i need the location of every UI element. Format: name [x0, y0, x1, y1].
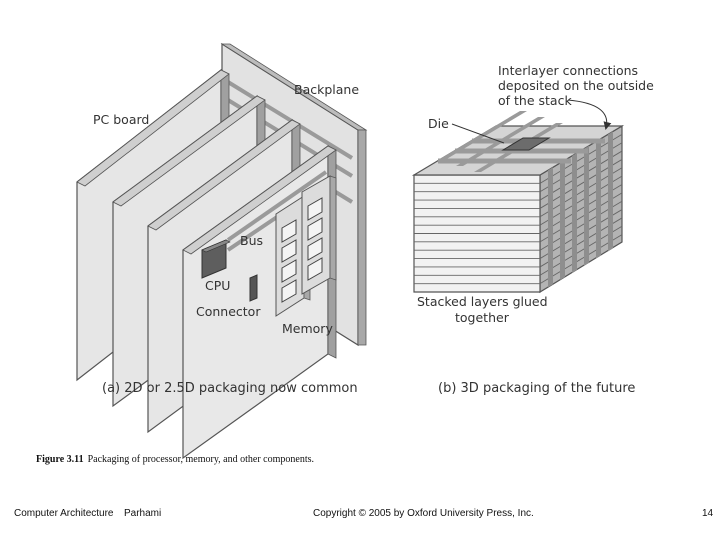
- connector-chip: [249, 274, 258, 302]
- connection-strip: [584, 145, 589, 266]
- footer-page-number: 14: [702, 508, 714, 519]
- label-interlayer-line3: of the stack: [498, 93, 572, 108]
- label-stacked-line1: Stacked layers glued: [417, 294, 548, 309]
- footer-copyright: Copyright © 2005 by Oxford University Pr…: [313, 508, 534, 519]
- label-connector: Connector: [196, 304, 261, 319]
- die-chip: [501, 137, 551, 151]
- connection-strip: [560, 160, 565, 281]
- label-pc-board: PC board: [93, 112, 149, 127]
- label-interlayer-line1: Interlayer connections: [498, 63, 638, 78]
- connection-strip: [548, 167, 553, 288]
- interlayer-connections: [548, 131, 613, 288]
- label-memory: Memory: [282, 321, 333, 336]
- interlayer-arrow: [567, 99, 612, 130]
- packaging-2d-diagram: PC board Backplane Bus CPU Connector Mem…: [76, 42, 368, 460]
- connection-strip: [572, 152, 577, 273]
- figure-caption-text: Packaging of processor, memory, and othe…: [87, 454, 314, 465]
- footer-course: Computer Architecture: [14, 508, 114, 519]
- subcaption-3d: (b) 3D packaging of the future: [438, 381, 635, 396]
- label-bus: Bus: [240, 233, 263, 248]
- label-cpu: CPU: [205, 278, 230, 293]
- memory-module: [301, 175, 337, 295]
- label-interlayer-line2: deposited on the outside: [498, 78, 654, 93]
- connection-strip: [596, 138, 601, 259]
- subcaption-2d: (a) 2D or 2.5D packaging now common: [102, 381, 358, 396]
- label-stacked-line2: together: [455, 310, 510, 325]
- die-leader: [451, 123, 505, 144]
- figure-number: Figure 3.11: [36, 454, 84, 465]
- connection-strip: [608, 131, 613, 252]
- packaging-3d-diagram: Interlayer connections deposited on the …: [411, 63, 654, 396]
- label-backplane: Backplane: [294, 82, 359, 97]
- label-die: Die: [428, 116, 449, 131]
- footer-author: Parhami: [124, 508, 162, 519]
